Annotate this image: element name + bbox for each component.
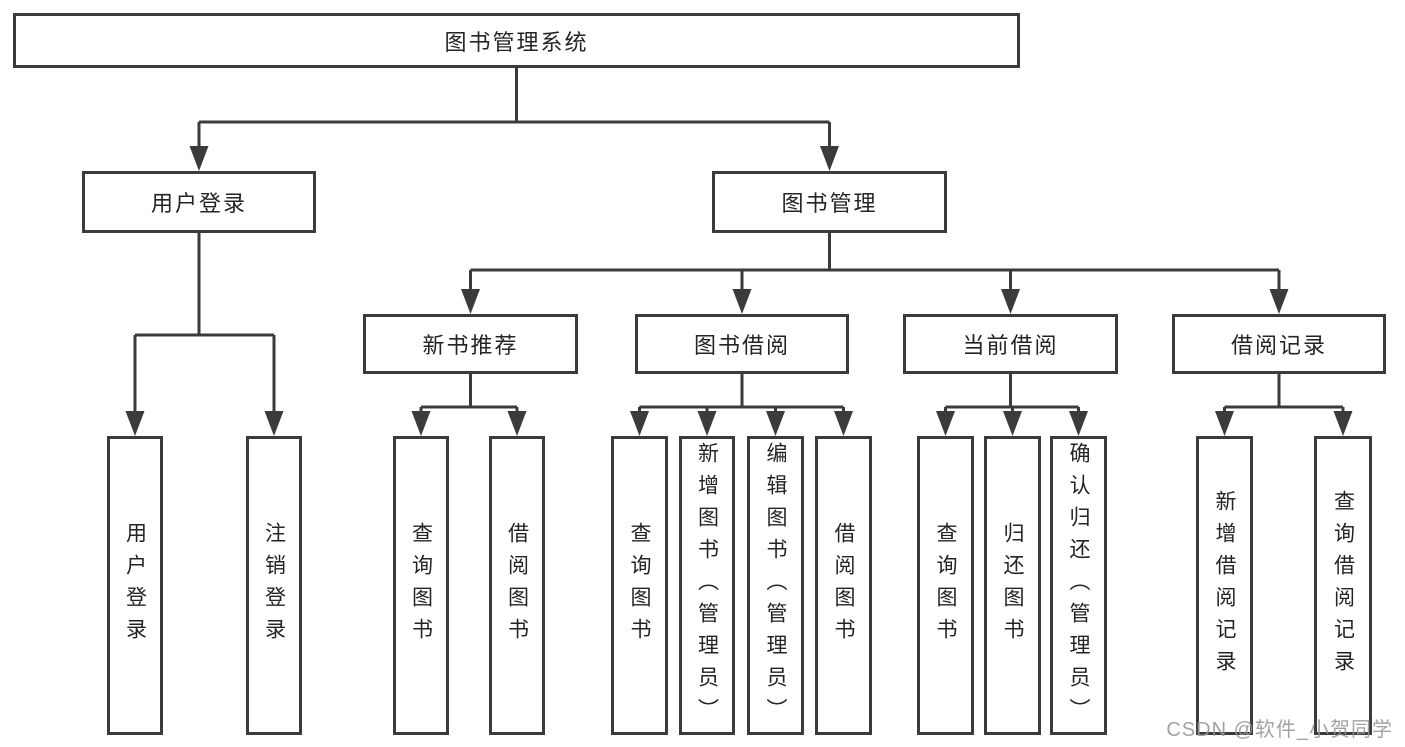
arrowhead-icon (1069, 411, 1088, 436)
leaf-edit-book-admin-label: 编辑图书（管理员） (764, 441, 787, 730)
leaf-confirm-return-admin: 确认归还（管理员） (1050, 436, 1107, 735)
leaf-user-login: 用户登录 (107, 436, 163, 735)
leaf-query-borrow-record: 查询借阅记录 (1314, 436, 1372, 735)
node-book-management: 图书管理 (712, 171, 947, 233)
arrowhead-icon (189, 146, 209, 171)
node-root-label: 图书管理系统 (444, 29, 589, 55)
leaf-query-books-current: 查询图书 (917, 436, 974, 735)
node-user-login: 用户登录 (82, 171, 316, 233)
node-current-borrowing-label: 当前借阅 (962, 333, 1059, 358)
arrowhead-icon (1333, 411, 1353, 436)
edge-user-login-to-leaves (125, 233, 284, 436)
watermark: CSDN @软件_小贺同学 (1166, 719, 1393, 741)
leaf-add-borrow-record: 新增借阅记录 (1196, 436, 1253, 735)
leaf-logout: 注销登录 (246, 436, 302, 735)
arrowhead-icon (732, 289, 752, 314)
arrowhead-icon (507, 411, 527, 436)
node-root: 图书管理系统 (13, 13, 1020, 68)
connector-line (197, 68, 831, 148)
edge-book-borrowing-to-leaves (630, 374, 853, 436)
leaf-borrow-books-label: 借阅图书 (832, 521, 855, 650)
leaf-borrow-books-recommend-label: 借阅图书 (505, 521, 529, 650)
leaf-query-books-recommend-label: 查询图书 (409, 521, 433, 650)
leaf-query-books-borrowing: 查询图书 (611, 436, 668, 735)
edge-current-borrowing-to-leaves (936, 374, 1088, 436)
node-new-book-recommend: 新书推荐 (363, 314, 578, 374)
connector-line (944, 374, 1080, 413)
node-book-borrowing-label: 图书借阅 (693, 333, 790, 358)
leaf-logout-label: 注销登录 (262, 521, 286, 650)
arrowhead-icon (1001, 289, 1020, 314)
arrowhead-icon (697, 411, 717, 436)
arrowhead-icon (264, 411, 284, 436)
leaf-borrow-books: 借阅图书 (815, 436, 872, 735)
leaf-edit-book-admin: 编辑图书（管理员） (747, 436, 804, 735)
arrowhead-icon (1003, 411, 1022, 436)
node-user-login-label: 用户登录 (150, 191, 247, 216)
leaf-query-books-current-label: 查询图书 (934, 521, 957, 650)
arrowhead-icon (834, 411, 853, 436)
connector-line (469, 233, 1281, 291)
edge-new-book-recommend-to-leaves (411, 374, 527, 436)
arrowhead-icon (766, 411, 785, 436)
leaf-add-book-admin: 新增图书（管理员） (679, 436, 735, 735)
arrowhead-icon (820, 146, 839, 171)
leaf-query-borrow-record-label: 查询借阅记录 (1331, 489, 1355, 682)
connector-line (133, 233, 276, 413)
edge-book-management-to-level3 (461, 233, 1289, 314)
node-new-book-recommend-label: 新书推荐 (422, 333, 519, 358)
connector-line (1223, 374, 1345, 413)
edge-borrowing-records-to-leaves (1215, 374, 1353, 436)
connector-line (638, 374, 845, 413)
node-book-borrowing: 图书借阅 (635, 314, 849, 374)
leaf-user-login-label: 用户登录 (123, 521, 147, 650)
edge-root-to-level2 (189, 68, 839, 171)
node-book-management-label: 图书管理 (781, 191, 878, 216)
arrowhead-icon (125, 411, 145, 436)
leaf-confirm-return-admin-label: 确认归还（管理员） (1067, 441, 1090, 730)
node-borrowing-records-label: 借阅记录 (1230, 333, 1327, 358)
leaf-return-books-label: 归还图书 (1001, 521, 1024, 650)
arrowhead-icon (1215, 411, 1234, 436)
leaf-query-books-borrowing-label: 查询图书 (628, 521, 651, 650)
node-borrowing-records: 借阅记录 (1172, 314, 1386, 374)
node-current-borrowing: 当前借阅 (903, 314, 1118, 374)
leaf-query-books-recommend: 查询图书 (393, 436, 449, 735)
arrowhead-icon (461, 289, 480, 314)
connector-line (419, 374, 519, 413)
leaf-borrow-books-recommend: 借阅图书 (489, 436, 545, 735)
arrowhead-icon (1269, 289, 1289, 314)
leaf-add-borrow-record-label: 新增借阅记录 (1213, 489, 1236, 682)
arrowhead-icon (411, 411, 431, 436)
leaf-add-book-admin-label: 新增图书（管理员） (695, 441, 719, 730)
arrowhead-icon (936, 411, 955, 436)
arrowhead-icon (630, 411, 649, 436)
leaf-return-books: 归还图书 (984, 436, 1041, 735)
